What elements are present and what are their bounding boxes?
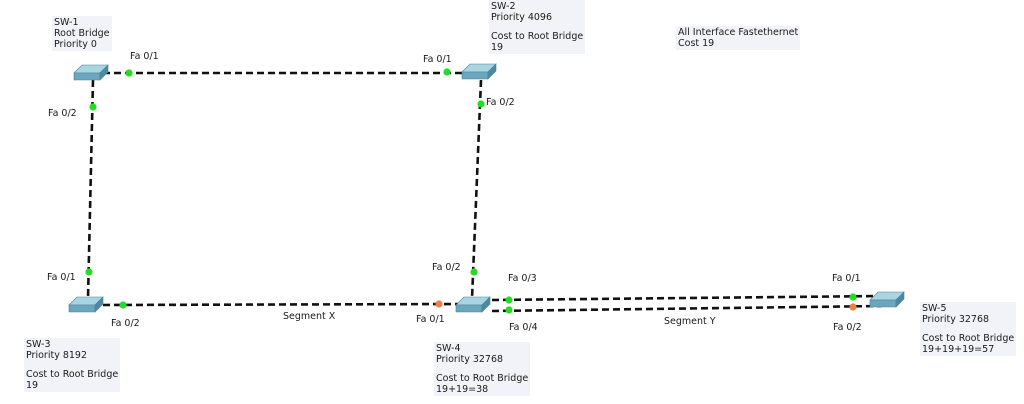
- link-sw4-sw5-lower: [491, 304, 883, 313]
- port-label-sw4-fa01: Fa 0/1: [416, 314, 445, 325]
- segment-x-label: Segment X: [283, 311, 336, 322]
- sw3-cost: 19: [26, 380, 39, 391]
- switch-icon-sw3[interactable]: [68, 296, 104, 313]
- note-line1: All Interface Fastethernet: [678, 27, 799, 38]
- port-dot-sw3-fa02: [119, 301, 127, 309]
- switch-icon-sw2[interactable]: [461, 63, 497, 80]
- switch-icon-sw4[interactable]: [455, 296, 491, 313]
- sw4-cost: 19+19=38: [436, 384, 489, 395]
- sw3-cost-label: Cost to Root Bridge: [26, 369, 119, 380]
- port-label-sw2-fa02: Fa 0/2: [486, 97, 515, 108]
- port-dot-sw4-fa04: [505, 306, 513, 314]
- sw5-name: SW-5: [922, 303, 947, 314]
- switch-icon-sw1[interactable]: [73, 64, 109, 81]
- switch-icon-sw5[interactable]: [869, 291, 905, 308]
- sw5-priority: Priority 32768: [922, 314, 990, 325]
- sw1-label: SW-1 Root Bridge Priority 0: [52, 16, 112, 51]
- sw3-priority: Priority 8192: [26, 350, 88, 361]
- port-dot-sw5-fa01: [849, 293, 857, 301]
- sw4-label: SW-4 Priority 32768 Cost to Root Bridge …: [434, 342, 531, 396]
- port-label-sw5-fa01: Fa 0/1: [832, 273, 861, 284]
- port-label-sw1-fa02: Fa 0/2: [48, 108, 77, 119]
- port-label-sw4-fa02: Fa 0/2: [432, 262, 461, 273]
- sw2-label: SW-2 Priority 4096 Cost to Root Bridge 1…: [489, 0, 586, 54]
- port-label-sw2-fa01: Fa 0/1: [423, 54, 452, 65]
- link-sw1-sw3: [86, 79, 95, 299]
- interface-note: All Interface Fastethernet Cost 19: [676, 26, 801, 50]
- port-dot-sw4-fa01: [435, 300, 443, 308]
- segment-y-label: Segment Y: [664, 316, 716, 327]
- port-dot-sw4-fa03: [505, 296, 513, 304]
- port-label-sw3-fa01: Fa 0/1: [47, 272, 76, 283]
- sw1-name: SW-1: [54, 17, 79, 28]
- port-label-sw4-fa04: Fa 0/4: [509, 322, 538, 333]
- sw4-priority: Priority 32768: [436, 354, 504, 365]
- port-label-sw4-fa03: Fa 0/3: [508, 273, 537, 284]
- sw2-priority: Priority 4096: [491, 12, 553, 23]
- port-label-sw5-fa02: Fa 0/2: [833, 322, 862, 333]
- port-label-sw1-fa01: Fa 0/1: [130, 51, 159, 62]
- sw4-name: SW-4: [436, 343, 461, 354]
- port-dot-sw5-fa02: [849, 303, 857, 311]
- sw2-cost-label: Cost to Root Bridge: [491, 31, 584, 42]
- port-label-sw3-fa02: Fa 0/2: [111, 318, 140, 329]
- port-dot-sw3-fa01: [85, 268, 93, 276]
- sw1-priority: Priority 0: [54, 39, 97, 50]
- sw2-name: SW-2: [491, 1, 516, 12]
- sw2-cost: 19: [491, 42, 504, 53]
- sw5-cost-label: Cost to Root Bridge: [922, 333, 1015, 344]
- link-sw2-sw4: [470, 79, 483, 300]
- port-dot-sw1-fa01: [125, 69, 133, 77]
- port-dot-sw2-fa01: [443, 68, 451, 76]
- sw5-cost: 19+19+19=57: [922, 344, 995, 355]
- sw5-label: SW-5 Priority 32768 Cost to Root Bridge …: [920, 302, 1017, 356]
- sw3-name: SW-3: [26, 339, 51, 350]
- link-sw3-sw4: [102, 302, 461, 307]
- sw1-role: Root Bridge: [54, 28, 110, 39]
- sw4-cost-label: Cost to Root Bridge: [436, 373, 529, 384]
- sw3-label: SW-3 Priority 8192 Cost to Root Bridge 1…: [24, 338, 121, 392]
- port-dot-sw4-fa02: [470, 268, 478, 276]
- port-dot-sw1-fa02: [89, 103, 97, 111]
- link-sw4-sw5-upper: [491, 294, 883, 302]
- note-line2: Cost 19: [678, 38, 715, 49]
- port-dot-sw2-fa02: [477, 100, 485, 108]
